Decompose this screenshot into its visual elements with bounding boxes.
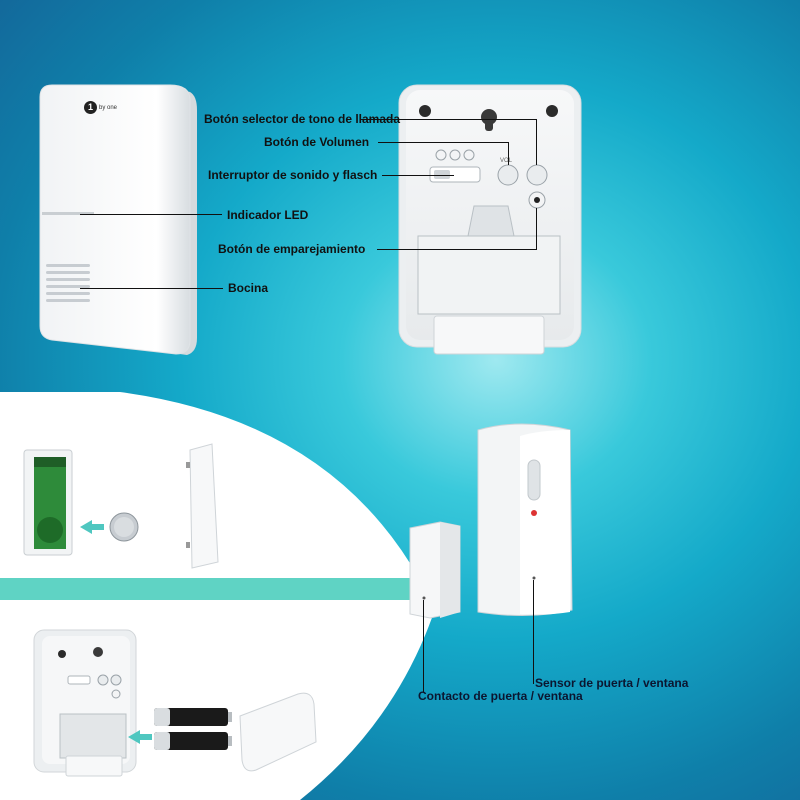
logo-mark: 1 — [84, 101, 97, 114]
label-pairing-button: Botón de emparejamiento — [218, 242, 366, 256]
aaa-battery-top — [154, 708, 232, 726]
ringtone-button-shape — [526, 164, 548, 186]
logo-text: by one — [99, 104, 118, 111]
brand-logo: 1 by one — [84, 101, 117, 114]
leader-pairing — [377, 249, 537, 250]
accent-strip — [0, 578, 438, 600]
aaa-battery-bottom — [154, 732, 232, 750]
leader-door-contact — [423, 600, 424, 692]
label-ringtone-button: Botón selector de tono de llamada — [204, 112, 401, 126]
label-speaker: Bocina — [228, 281, 269, 295]
volume-button-shape — [497, 164, 519, 186]
label-led-indicator: Indicador LED — [227, 208, 309, 222]
label-sound-flash-switch: Interruptor de sonido y flasch — [208, 168, 378, 182]
label-volume-button: Botón de Volumen — [264, 135, 370, 149]
leader-volume — [378, 142, 508, 143]
label-door-contact: Contacto de puerta / ventana — [418, 689, 583, 703]
leader-led — [80, 214, 222, 215]
leader-ringtone — [360, 119, 536, 120]
vol-mark: VOL — [500, 158, 513, 164]
screw-hole-left — [419, 105, 431, 117]
screw-hole-right — [546, 105, 558, 117]
leader-door-sensor — [533, 580, 534, 684]
label-door-sensor: Sensor de puerta / ventana — [535, 676, 689, 690]
leader-speaker — [80, 288, 223, 289]
leader-switch — [382, 175, 454, 176]
